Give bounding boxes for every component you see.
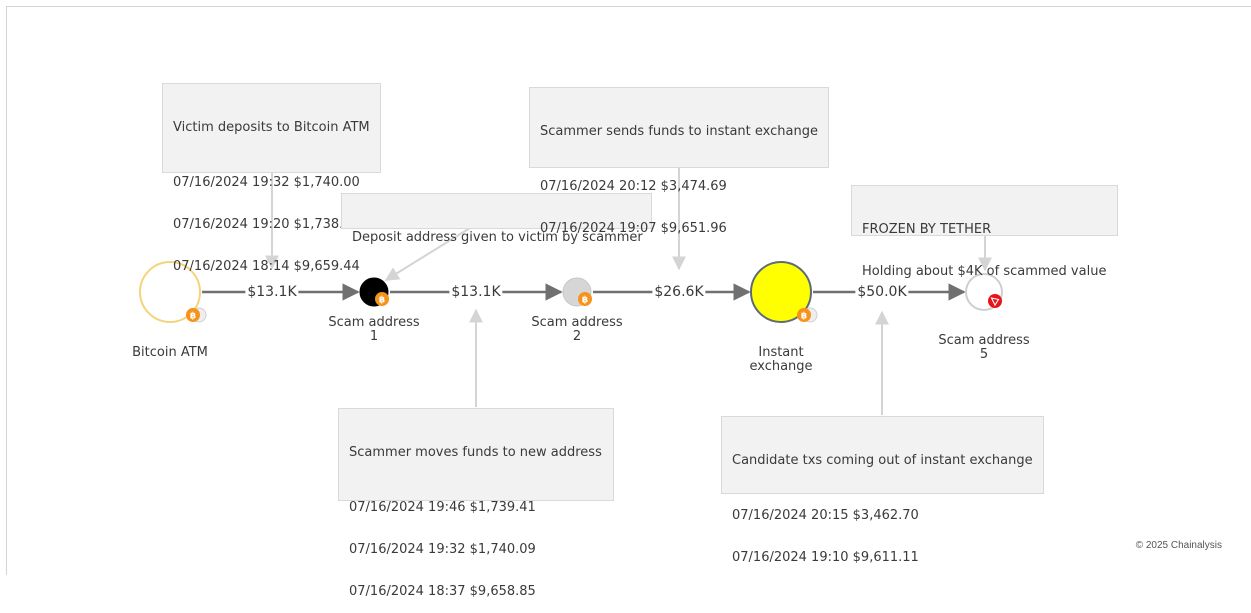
node-label-bitcoin-atm: Bitcoin ATM: [132, 345, 208, 360]
node-scam-address-2[interactable]: ฿: [562, 277, 592, 307]
transaction-flow-diagram: ฿฿฿฿: [139, 168, 1003, 415]
bitcoin-icon: ฿: [797, 308, 811, 322]
annotation-title: Candidate txs coming out of instant exch…: [732, 453, 1033, 468]
node-circle: [750, 261, 812, 323]
copyright-footer: © 2025 Chainalysis: [1135, 540, 1222, 551]
node-label-scam-address-1: Scam address 1: [328, 315, 420, 344]
annotation-line: 07/16/2024 19:32 $1,740.00: [173, 175, 360, 190]
edge-amount-label: $50.0K: [855, 284, 909, 300]
annotation-title: Scammer moves funds to new address: [349, 445, 602, 460]
annotation-line: 07/16/2024 19:07 $9,651.96: [540, 221, 727, 236]
annotation-frozen: FROZEN BY TETHER Holding about $4K of sc…: [851, 185, 1118, 279]
annotation-line: 07/16/2024 19:46 $1,739.41: [349, 500, 536, 515]
node-label-scam-address-2: Scam address 2: [531, 315, 623, 344]
svg-text:฿: ฿: [582, 296, 588, 306]
pointer-deposit-address: [384, 227, 471, 281]
annotation-candidate-txs: Candidate txs coming out of instant exch…: [721, 416, 1044, 565]
edge-amount-label: $13.1K: [449, 284, 503, 300]
annotation-line: Holding about $4K of scammed value: [862, 264, 1107, 279]
svg-text:฿: ฿: [190, 312, 196, 322]
annotation-line: 07/16/2024 20:12 $3,474.69: [540, 179, 727, 194]
edge-amount-label: $26.6K: [652, 284, 706, 300]
node-bitcoin-atm[interactable]: ฿: [139, 261, 207, 323]
annotation-scammer-sends: Scammer sends funds to instant exchange …: [529, 87, 829, 236]
annotation-line: 07/16/2024 19:10 $9,611.11: [732, 550, 919, 565]
annotation-title: Scammer sends funds to instant exchange: [540, 124, 818, 139]
node-scam-address-1[interactable]: ฿: [359, 277, 389, 307]
annotation-title: Victim deposits to Bitcoin ATM: [173, 120, 370, 135]
annotation-title: FROZEN BY TETHER: [862, 222, 992, 237]
annotation-title: Deposit address given to victim by scamm…: [352, 230, 643, 245]
annotation-line: 07/16/2024 19:32 $1,740.09: [349, 542, 536, 557]
node-instant-exchange[interactable]: ฿: [750, 261, 818, 323]
tron-icon: [988, 294, 1002, 308]
annotation-line: 07/16/2024 18:14 $9,659.44: [173, 259, 360, 274]
bitcoin-icon: ฿: [186, 308, 200, 322]
node-label-scam-address-5: Scam address 5: [938, 333, 1030, 362]
node-label-instant-exchange: Instant exchange: [749, 345, 813, 374]
annotation-scammer-moves: Scammer moves funds to new address 07/16…: [338, 408, 614, 599]
edge-amount-label: $13.1K: [245, 284, 299, 300]
annotation-line: 07/16/2024 18:37 $9,658.85: [349, 584, 536, 599]
bitcoin-icon: ฿: [578, 292, 592, 306]
node-circle: [139, 261, 201, 323]
annotation-line: 07/16/2024 20:15 $3,462.70: [732, 508, 919, 523]
svg-text:฿: ฿: [379, 296, 385, 306]
bitcoin-icon: ฿: [375, 292, 389, 306]
annotation-deposit-address: Deposit address given to victim by scamm…: [341, 193, 652, 245]
svg-text:฿: ฿: [801, 312, 807, 322]
annotation-victim-deposits: Victim deposits to Bitcoin ATM 07/16/202…: [162, 83, 381, 274]
node-scam-address-5[interactable]: [965, 273, 1003, 311]
diagram-frame: [6, 6, 1251, 575]
